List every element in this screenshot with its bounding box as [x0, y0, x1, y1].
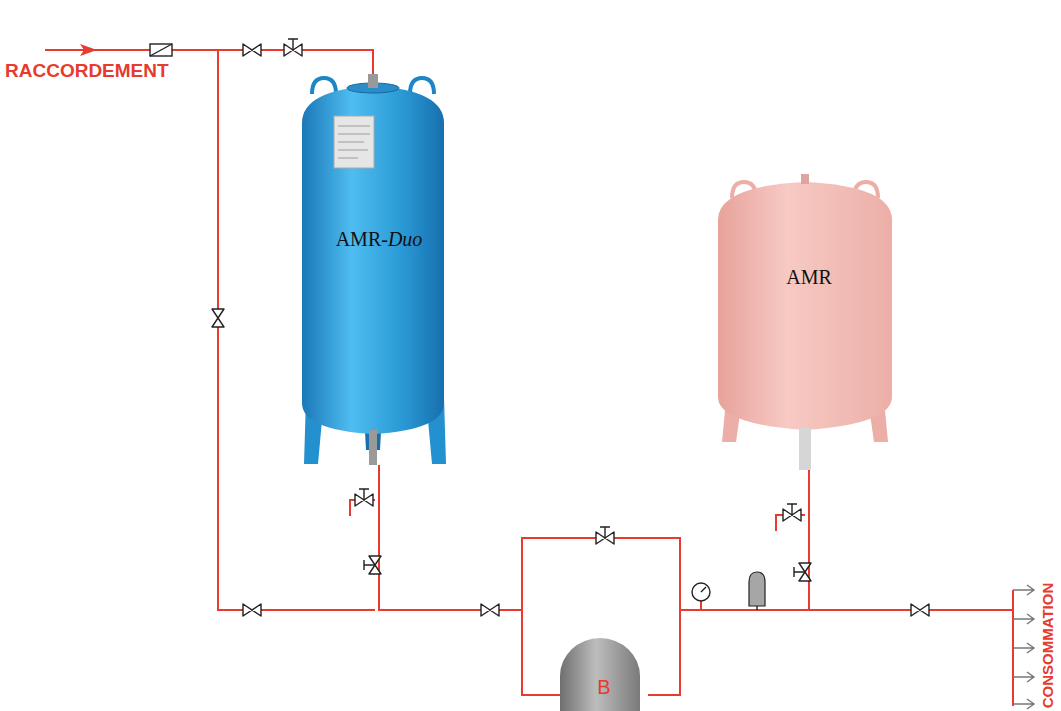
gate-valve	[243, 604, 261, 616]
drain-valve	[783, 504, 801, 521]
pressure-tank: AMR-Duo	[298, 68, 460, 465]
stop-valve	[284, 39, 302, 56]
drain-valve	[355, 489, 373, 506]
flow-arrow	[80, 44, 97, 56]
node-label: B	[560, 676, 648, 699]
gauge-stem	[700, 601, 702, 610]
distribution-pipe	[805, 609, 1013, 611]
stop-valve	[596, 527, 614, 544]
expansion-vessel	[749, 572, 765, 610]
pressure-gauge	[692, 583, 710, 601]
gate-valve	[481, 604, 499, 616]
label-holder: RACCORDEMENT	[5, 60, 169, 82]
booster-pump: B	[560, 638, 648, 711]
pipe-connector	[648, 470, 809, 695]
check-valve	[150, 44, 172, 56]
gate-valve	[911, 604, 929, 616]
booster-pump-outline	[560, 638, 640, 711]
node-label: AMR-Duo	[298, 228, 460, 251]
stop-valve	[794, 563, 811, 581]
consumption-arrows	[1013, 585, 1034, 709]
pressure-tank-outline	[298, 68, 452, 465]
tank-shape	[718, 174, 892, 470]
pressure-tank-outline	[712, 172, 898, 470]
pressure-tank: AMR	[712, 172, 906, 470]
booster-bypass-pipe	[522, 538, 680, 610]
pipe-connector	[379, 465, 560, 695]
gate-valve	[212, 309, 224, 327]
pipes	[45, 50, 1013, 706]
gate-valve	[243, 44, 261, 56]
outlet-label: CONSOMMATION	[1039, 582, 1056, 708]
stop-valve	[364, 556, 381, 574]
label-holder: CONSOMMATION	[985, 637, 1061, 654]
tank-shape	[302, 74, 446, 465]
inlet-label: RACCORDEMENT	[5, 60, 169, 82]
node-label: AMR	[712, 266, 906, 289]
booster-shape	[560, 638, 640, 711]
